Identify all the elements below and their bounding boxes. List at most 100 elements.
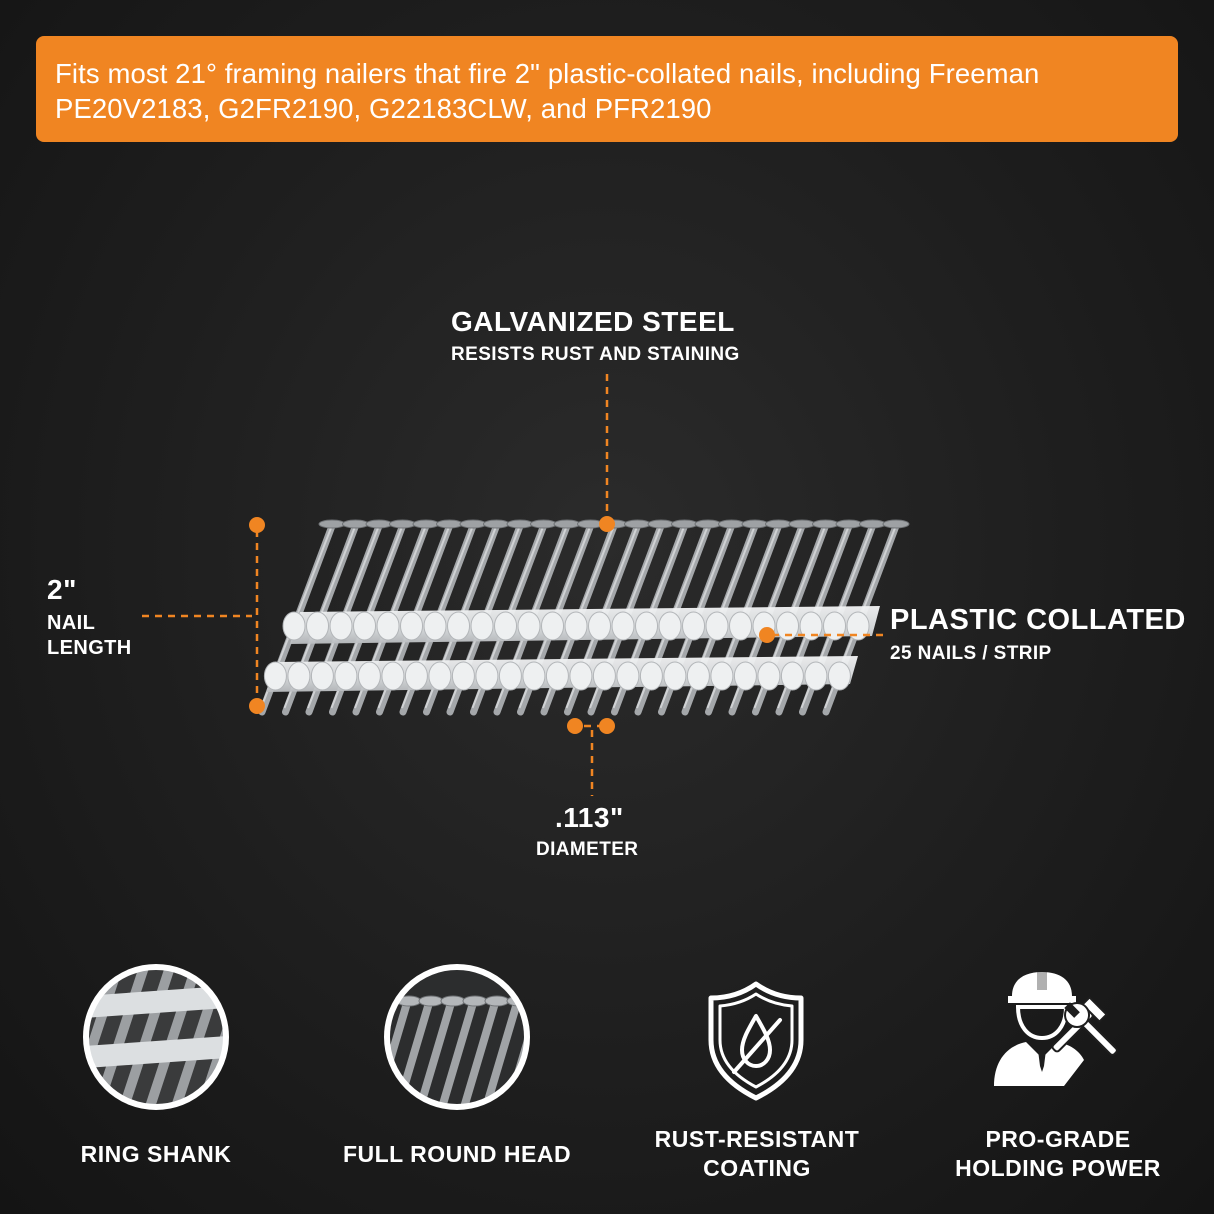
- icon-shank: [143, 967, 203, 1107]
- icon-nail-head: [440, 995, 466, 1007]
- nail-head: [365, 519, 393, 529]
- length-title: 2": [47, 574, 77, 605]
- feature-label-line: RUST-RESISTANT: [654, 1126, 860, 1152]
- collation-ridge: [404, 661, 428, 691]
- collation-ridge: [470, 611, 494, 641]
- collation-ridge: [447, 611, 471, 641]
- collation-ridges: [263, 611, 870, 691]
- collation-ridge: [400, 611, 424, 641]
- compatibility-banner: Fits most 21° framing nailers that fire …: [36, 36, 1178, 142]
- banner-line-1: Fits most 21° framing nailers that fire …: [55, 58, 1040, 89]
- collation-ridge: [616, 661, 640, 691]
- icon-shank: [453, 1001, 499, 1107]
- diameter-title: .113": [555, 802, 624, 833]
- collation-ridge: [588, 611, 612, 641]
- icon-nail-head: [484, 995, 510, 1007]
- collation-ridge: [757, 661, 781, 691]
- collation-ridge: [639, 661, 663, 691]
- nail-head: [318, 519, 346, 529]
- feature-label-line: COATING: [703, 1155, 811, 1181]
- collation-ridge: [658, 611, 682, 641]
- ring-shank-icon: [80, 961, 232, 1118]
- collation-ridge: [423, 611, 447, 641]
- collation-ridge: [592, 661, 616, 691]
- collation-ridge: [733, 661, 757, 691]
- nail-head: [389, 519, 416, 529]
- feature-pro-grade-label: PRO-GRADE HOLDING POWER: [927, 1125, 1189, 1183]
- icon-plastic-strip: [86, 1034, 226, 1069]
- nail-head: [624, 519, 651, 529]
- collation-ridge: [475, 661, 499, 691]
- collation-ridge: [306, 611, 330, 641]
- nail-head: [342, 519, 369, 529]
- collation-ridge: [804, 661, 828, 691]
- feature-rust-resistant-label: RUST-RESISTANT COATING: [626, 1125, 888, 1183]
- dimension-lines: [142, 374, 884, 796]
- collation-ridge: [780, 661, 804, 691]
- collation-ridge: [263, 661, 287, 691]
- collation-ridge: [334, 661, 358, 691]
- feature-label-line: FULL ROUND HEAD: [342, 1141, 572, 1167]
- collation-ridge: [310, 661, 334, 691]
- nail-head: [835, 519, 863, 529]
- nail-head: [812, 519, 839, 529]
- collation-ridge: [428, 661, 452, 691]
- nail-head: [459, 519, 487, 529]
- collation-ridge: [498, 661, 522, 691]
- collation-ridge: [357, 661, 381, 691]
- banner-line-2: PE20V2183, G2FR2190, G22183CLW, and PFR2…: [55, 93, 712, 124]
- rust-shield-icon: [706, 980, 806, 1107]
- icon-nail-head: [418, 995, 444, 1007]
- nail-head: [553, 519, 581, 529]
- icon-shank: [117, 967, 177, 1107]
- icon-nail-head: [529, 996, 533, 1006]
- collation-ridge: [287, 661, 311, 691]
- nail-head: [718, 519, 745, 529]
- diameter-subtitle: DIAMETER: [536, 839, 639, 860]
- collation-ridge: [545, 661, 569, 691]
- collation-ridge: [541, 611, 565, 641]
- galvanized-subtitle: RESISTS RUST AND STAINING: [451, 344, 740, 365]
- collation-ridge: [823, 611, 847, 641]
- collation-ridge: [776, 611, 800, 641]
- collation-ridge: [329, 611, 353, 641]
- nail-head: [412, 519, 440, 529]
- collation-ridge: [663, 661, 687, 691]
- worker-tools-icon: [992, 970, 1127, 1093]
- collation-ridge: [686, 661, 710, 691]
- feature-ring-shank-label: RING SHANK: [56, 1140, 256, 1169]
- dimension-markers: [249, 516, 775, 734]
- collation-ridge: [376, 611, 400, 641]
- collation-ridge: [282, 611, 306, 641]
- nail-head: [436, 519, 463, 529]
- full-round-head-icon: [381, 961, 533, 1118]
- icon-shank: [475, 1001, 521, 1107]
- icon-nail-head: [462, 995, 488, 1007]
- length-line-2: LENGTH: [47, 637, 132, 659]
- feature-full-round-head-label: FULL ROUND HEAD: [326, 1140, 588, 1169]
- collation-ridge: [846, 611, 870, 641]
- nail-head: [647, 519, 675, 529]
- feature-label-line: HOLDING POWER: [955, 1155, 1161, 1181]
- collated-subtitle: 25 NAILS / STRIP: [890, 643, 1052, 664]
- collated-title: PLASTIC COLLATED: [890, 604, 1186, 636]
- collation-ridge: [569, 661, 593, 691]
- nail-head: [671, 519, 698, 529]
- feature-label-line: PRO-GRADE: [985, 1126, 1131, 1152]
- collation-ridge: [799, 611, 823, 641]
- icon-plastic-strip: [86, 984, 226, 1020]
- nail-head: [483, 519, 510, 529]
- nail-head: [694, 519, 722, 529]
- galvanized-title: GALVANIZED STEEL: [451, 306, 735, 337]
- nail-head: [506, 519, 534, 529]
- collation-ridge: [729, 611, 753, 641]
- icon-shank: [409, 1001, 455, 1107]
- collation-ridge: [451, 661, 475, 691]
- nail-head: [788, 519, 816, 529]
- nail-head: [859, 519, 886, 529]
- collation-ridge: [517, 611, 541, 641]
- collation-ridge: [827, 661, 851, 691]
- feature-label-line: RING SHANK: [80, 1141, 232, 1167]
- collation-ridge: [353, 611, 377, 641]
- icon-shank: [387, 1001, 433, 1107]
